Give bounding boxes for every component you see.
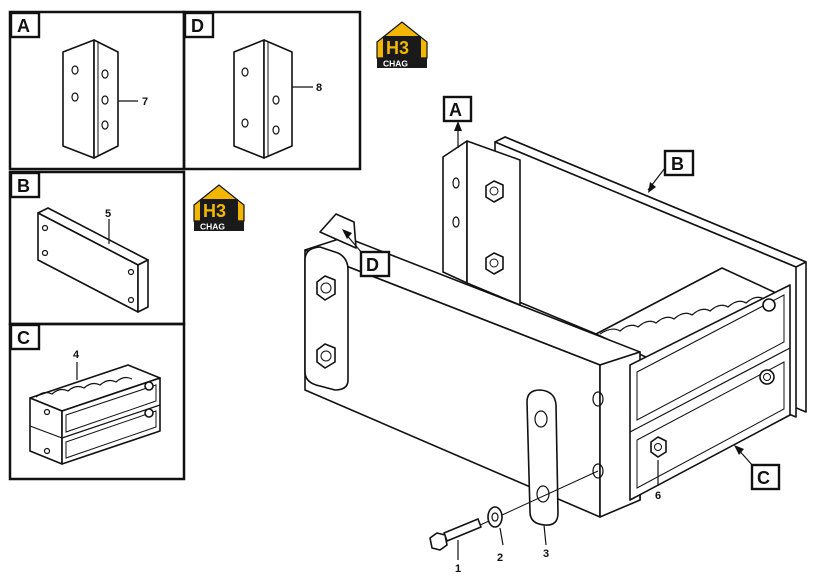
callout-c: C: [734, 445, 781, 491]
detail-panel-c: C 4: [8, 322, 186, 481]
part-number-6: 6: [655, 490, 661, 502]
double-tube-end: [629, 284, 791, 501]
part-number-4: 4: [73, 349, 80, 361]
logo-h3-chag-left: H3 CHAG: [193, 184, 245, 232]
part-number-2: 2: [497, 552, 503, 564]
detail-label-c: C: [17, 328, 30, 348]
side-plate-left: [304, 246, 349, 391]
angle-bracket-d-installed: [319, 213, 357, 249]
logo-h3-chag-top: H3 CHAG: [376, 21, 428, 69]
logo-mark: H3: [386, 38, 409, 58]
callout-d: D: [342, 229, 391, 278]
angle-bracket-part-8: [233, 39, 313, 159]
nut-part-6: [650, 436, 667, 486]
assembly-axis-line: [464, 470, 599, 533]
plate-part-5: [37, 207, 149, 313]
svg-text:A: A: [449, 100, 462, 120]
part-number-3: 3: [543, 548, 549, 560]
link-plate-part-3: [526, 389, 559, 546]
callout-b: B: [647, 149, 695, 193]
svg-text:C: C: [757, 468, 770, 488]
part-number-5: 5: [105, 208, 111, 220]
detail-label-b: B: [17, 176, 30, 196]
detail-panel-a: A 7: [8, 10, 186, 171]
part-number-7: 7: [142, 96, 148, 108]
detail-label-a: A: [17, 16, 30, 36]
main-assembly: 6: [304, 136, 807, 575]
angle-bracket-a-installed: [442, 140, 521, 306]
part-number-1: 1: [455, 563, 461, 575]
logo-sub: CHAG: [383, 59, 408, 69]
svg-text:D: D: [366, 255, 379, 275]
angle-bracket-part-7: [62, 39, 138, 159]
detail-panel-b: B 5: [8, 170, 186, 326]
svg-text:B: B: [671, 154, 684, 174]
detail-label-d: D: [191, 16, 204, 36]
tube-part-4: [29, 362, 161, 465]
bolt-part-1: [429, 518, 482, 560]
callout-a: A: [442, 95, 473, 148]
part-number-8: 8: [316, 82, 322, 94]
logo-sub-2: CHAG: [200, 222, 225, 232]
logo-mark-2: H3: [203, 201, 226, 221]
washer-part-2: [487, 506, 504, 546]
detail-panel-d: D 8: [182, 10, 362, 171]
